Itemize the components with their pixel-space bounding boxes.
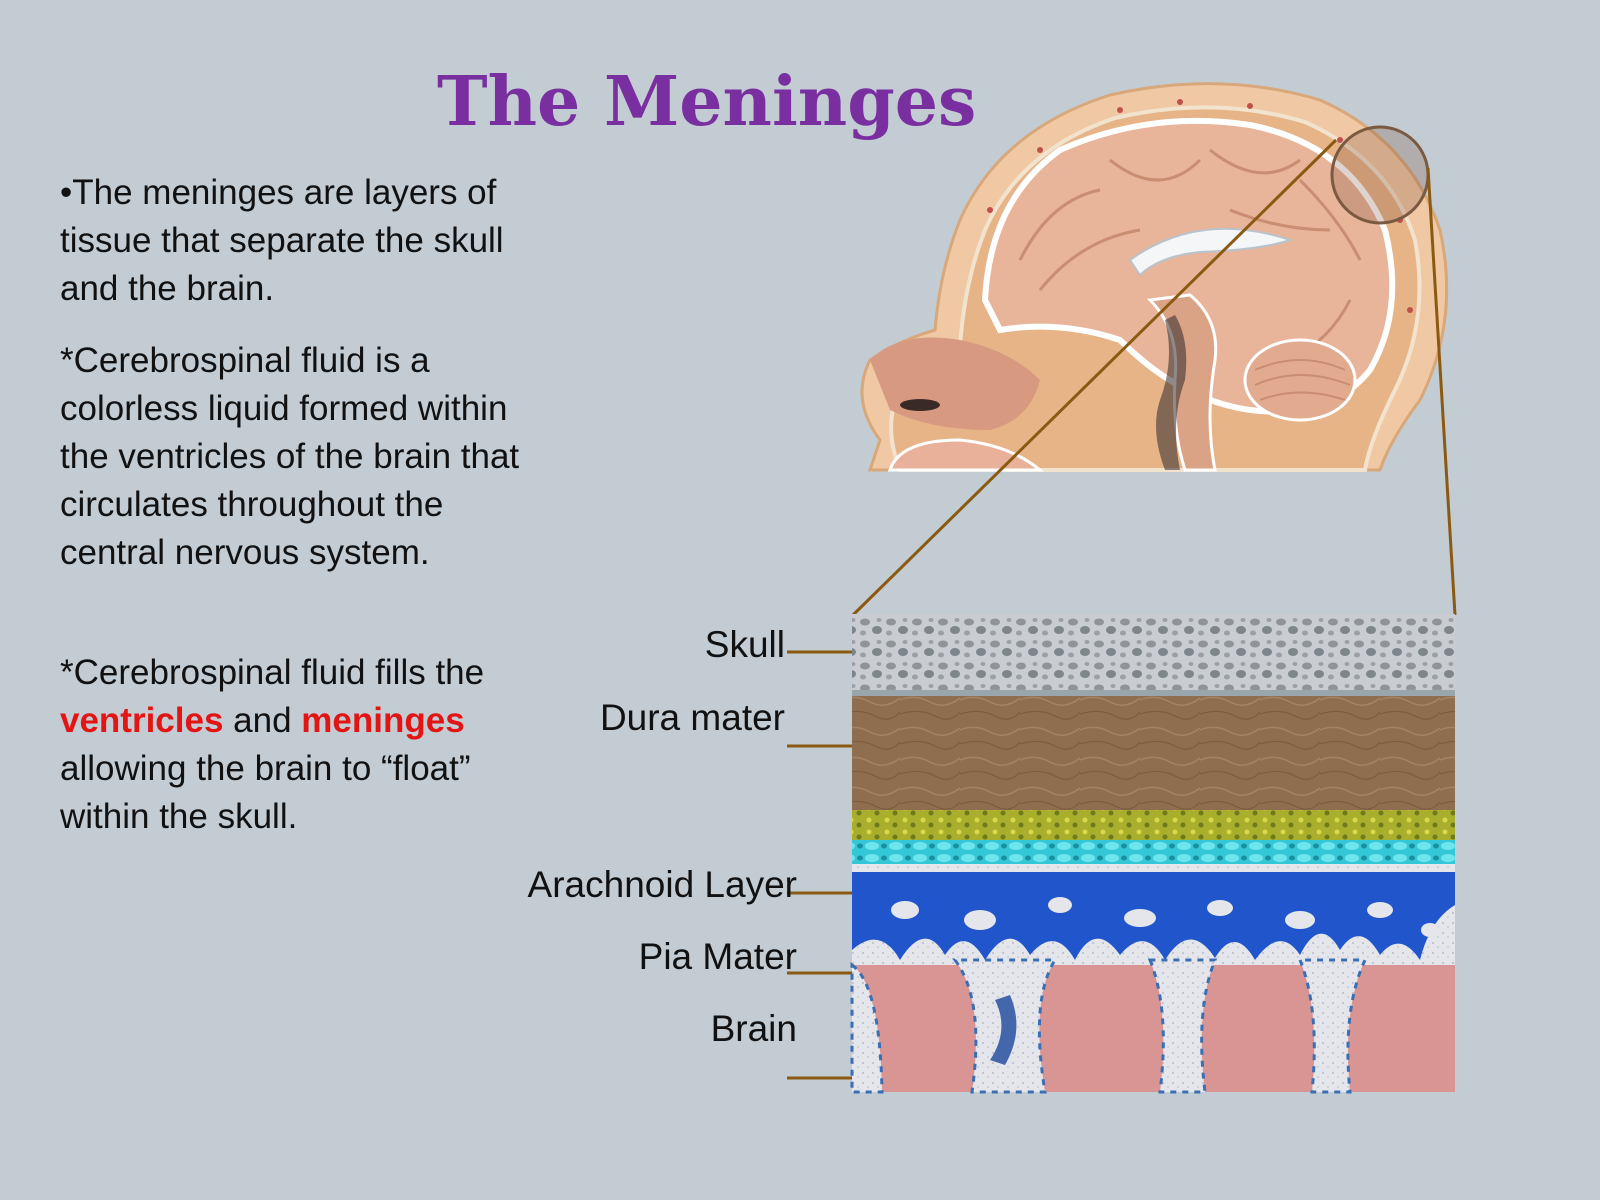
label-arachnoid-layer: Arachnoid Layer xyxy=(527,864,797,905)
arachnoid-cyan-layer xyxy=(852,840,1455,866)
paragraph-meninges-definition: •The meninges are layers of tissue that … xyxy=(60,173,504,308)
label-pia-mater: Pia Mater xyxy=(638,936,797,977)
p3-post: allowing the brain to “float” within the… xyxy=(60,749,471,836)
skull-dura-boundary xyxy=(852,690,1455,696)
paragraph-csf-definition: *Cerebrospinal fluid is a colorless liqu… xyxy=(60,341,520,572)
label-dura-mater: Dura mater xyxy=(599,697,785,738)
highlight-meninges: meninges xyxy=(301,701,465,740)
p3-pre: *Cerebrospinal fluid fills the xyxy=(60,653,485,692)
meninges-cross-section xyxy=(850,614,1455,1094)
brain-tissue xyxy=(852,965,1455,1092)
paragraph-csf-function: *Cerebrospinal fluid fills the ventricle… xyxy=(60,649,530,841)
p3-mid: and xyxy=(223,701,302,740)
highlight-ventricles: ventricles xyxy=(60,701,224,740)
zoom-circle xyxy=(1330,125,1430,225)
dura-mater-layer xyxy=(852,696,1455,810)
label-skull: Skull xyxy=(704,624,785,665)
zoom-line-right xyxy=(1426,167,1457,616)
head-sagittal-illustration xyxy=(860,82,1449,472)
slide-title: The Meninges xyxy=(437,62,977,142)
trabeculae-gaps xyxy=(891,897,1439,937)
vessel xyxy=(990,995,1017,1065)
label-leaders xyxy=(787,650,852,1080)
label-brain: Brain xyxy=(710,1008,797,1049)
zoom-line-left xyxy=(851,138,1338,617)
skull-layer xyxy=(852,614,1455,690)
